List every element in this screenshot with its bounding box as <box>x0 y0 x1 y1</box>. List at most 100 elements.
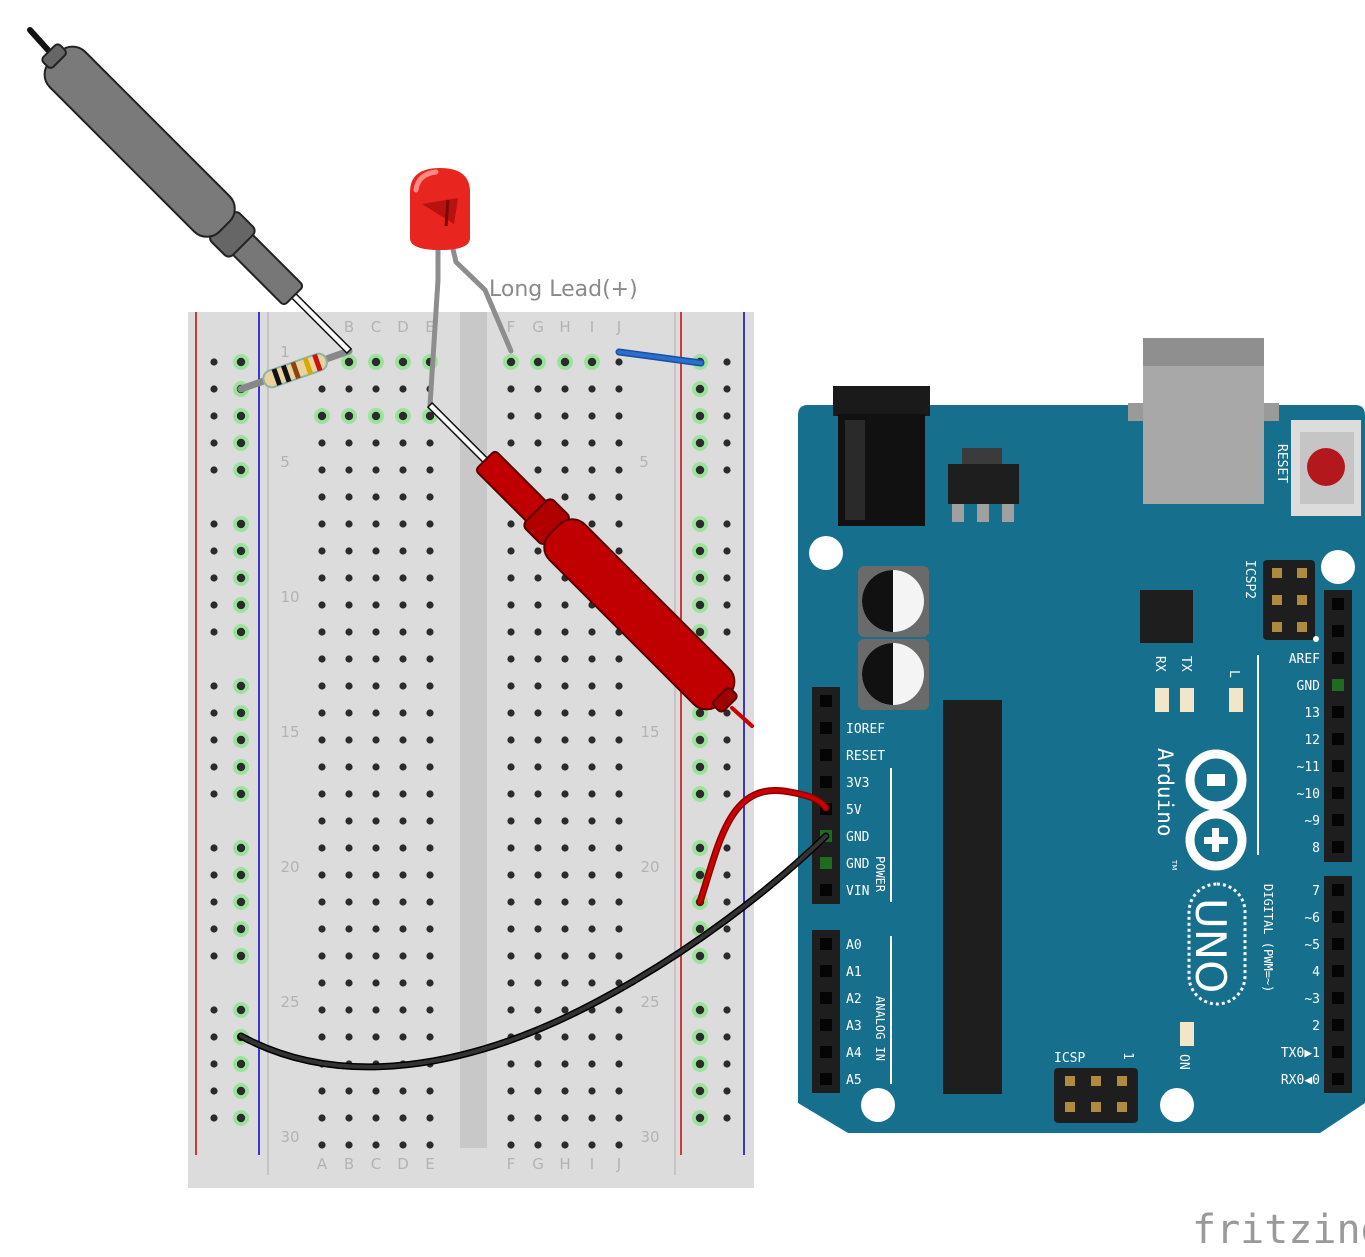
breadboard-hole <box>723 1114 731 1122</box>
header-pin[interactable] <box>1332 625 1344 637</box>
breadboard-hole <box>723 1087 731 1095</box>
header-pin[interactable] <box>1332 992 1344 1004</box>
black-wire-gnd[interactable] <box>237 832 830 1071</box>
breadboard-hole <box>426 898 434 906</box>
breadboard-hole <box>615 817 623 825</box>
breadboard-hole <box>560 357 570 367</box>
breadboard-hole <box>534 682 542 690</box>
breadboard-hole <box>236 681 246 691</box>
header-pin[interactable] <box>1332 1046 1344 1058</box>
breadboard-hole <box>236 951 246 961</box>
header-pin[interactable] <box>820 695 832 707</box>
breadboard-hole <box>426 979 434 987</box>
header-pin[interactable] <box>820 749 832 761</box>
header-pin[interactable] <box>820 992 832 1004</box>
digital-pin-label: 13 <box>1304 706 1320 721</box>
header-pin[interactable] <box>1332 652 1344 664</box>
breadboard-hole <box>372 817 380 825</box>
breadboard-hole <box>588 493 596 501</box>
digital-pin-label: ~6 <box>1304 911 1320 926</box>
on-led <box>1180 1022 1194 1046</box>
tx-label: TX <box>1178 656 1193 672</box>
analog-pin-label: A2 <box>846 992 862 1007</box>
breadboard-hole <box>236 789 246 799</box>
header-pin[interactable] <box>1332 911 1344 923</box>
breadboard-hole <box>399 898 407 906</box>
breadboard-hole <box>345 763 353 771</box>
header-pin[interactable] <box>1332 706 1344 718</box>
header-pin[interactable] <box>820 965 832 977</box>
breadboard-hole <box>534 763 542 771</box>
analog-header-title: ANALOG IN <box>873 996 887 1061</box>
icsp2-header <box>1263 560 1319 642</box>
rx-label: RX <box>1152 656 1167 672</box>
breadboard-hole <box>615 1060 623 1068</box>
power-pin-label: GND <box>846 857 870 872</box>
header-pin[interactable] <box>1332 598 1344 610</box>
breadboard-hole <box>318 439 326 447</box>
breadboard-hole <box>399 466 407 474</box>
breadboard-hole <box>723 1033 731 1041</box>
breadboard-hole <box>507 952 515 960</box>
breadboard-hole <box>210 844 218 852</box>
breadboard-hole <box>507 1114 515 1122</box>
header-pin[interactable] <box>820 722 832 734</box>
breadboard-hole <box>236 600 246 610</box>
header-pin[interactable] <box>820 884 832 896</box>
breadboard-hole <box>399 925 407 933</box>
breadboard-hole <box>723 925 731 933</box>
col-label-bottom-e: E <box>425 1155 434 1173</box>
header-pin[interactable] <box>1332 814 1344 826</box>
breadboard-hole <box>426 493 434 501</box>
breadboard-hole <box>236 627 246 637</box>
red-wire-5v[interactable] <box>696 787 830 906</box>
header-pin[interactable] <box>1332 841 1344 853</box>
breadboard-hole <box>695 600 705 610</box>
breadboard-hole <box>426 439 434 447</box>
breadboard-hole <box>210 925 218 933</box>
breadboard-hole <box>723 358 731 366</box>
breadboard-hole <box>372 952 380 960</box>
header-pin[interactable] <box>1332 1073 1344 1085</box>
breadboard-hole <box>236 924 246 934</box>
header-pin[interactable] <box>1332 1019 1344 1031</box>
mounting-hole <box>1160 1088 1194 1122</box>
breadboard-hole <box>426 655 434 663</box>
header-pin[interactable] <box>820 938 832 950</box>
blue-jumper-wire[interactable] <box>615 348 705 367</box>
header-pin[interactable] <box>1332 787 1344 799</box>
resistor[interactable] <box>237 347 353 393</box>
analog-pin-label: A1 <box>846 965 862 980</box>
header-pin[interactable] <box>820 776 832 788</box>
breadboard-hole <box>236 465 246 475</box>
header-pin[interactable] <box>1332 938 1344 950</box>
header-pin[interactable] <box>820 1046 832 1058</box>
breadboard-hole <box>695 465 705 475</box>
col-label-top-i: I <box>590 318 594 336</box>
reset-button[interactable] <box>1291 420 1361 516</box>
header-pin[interactable] <box>1332 733 1344 745</box>
breadboard-hole <box>426 817 434 825</box>
breadboard-hole <box>236 897 246 907</box>
breadboard-hole <box>236 411 246 421</box>
header-pin[interactable] <box>1332 965 1344 977</box>
black-multimeter-probe[interactable] <box>27 27 367 369</box>
breadboard-hole <box>372 601 380 609</box>
breadboard-hole <box>345 439 353 447</box>
red-multimeter-probe[interactable] <box>412 387 754 728</box>
header-pin[interactable] <box>1332 679 1344 691</box>
header-pin[interactable] <box>820 857 832 869</box>
breadboard-hole <box>507 520 515 528</box>
analog-header <box>812 930 840 1093</box>
header-pin[interactable] <box>820 1019 832 1031</box>
header-pin[interactable] <box>820 1073 832 1085</box>
breadboard-hole <box>426 736 434 744</box>
breadboard-hole <box>695 1005 705 1015</box>
header-pin[interactable] <box>1332 884 1344 896</box>
breadboard-hole <box>345 844 353 852</box>
breadboard-hole <box>507 682 515 690</box>
breadboard-hole <box>210 1087 218 1095</box>
breadboard-hole <box>615 736 623 744</box>
red-led[interactable] <box>410 168 514 408</box>
header-pin[interactable] <box>1332 760 1344 772</box>
